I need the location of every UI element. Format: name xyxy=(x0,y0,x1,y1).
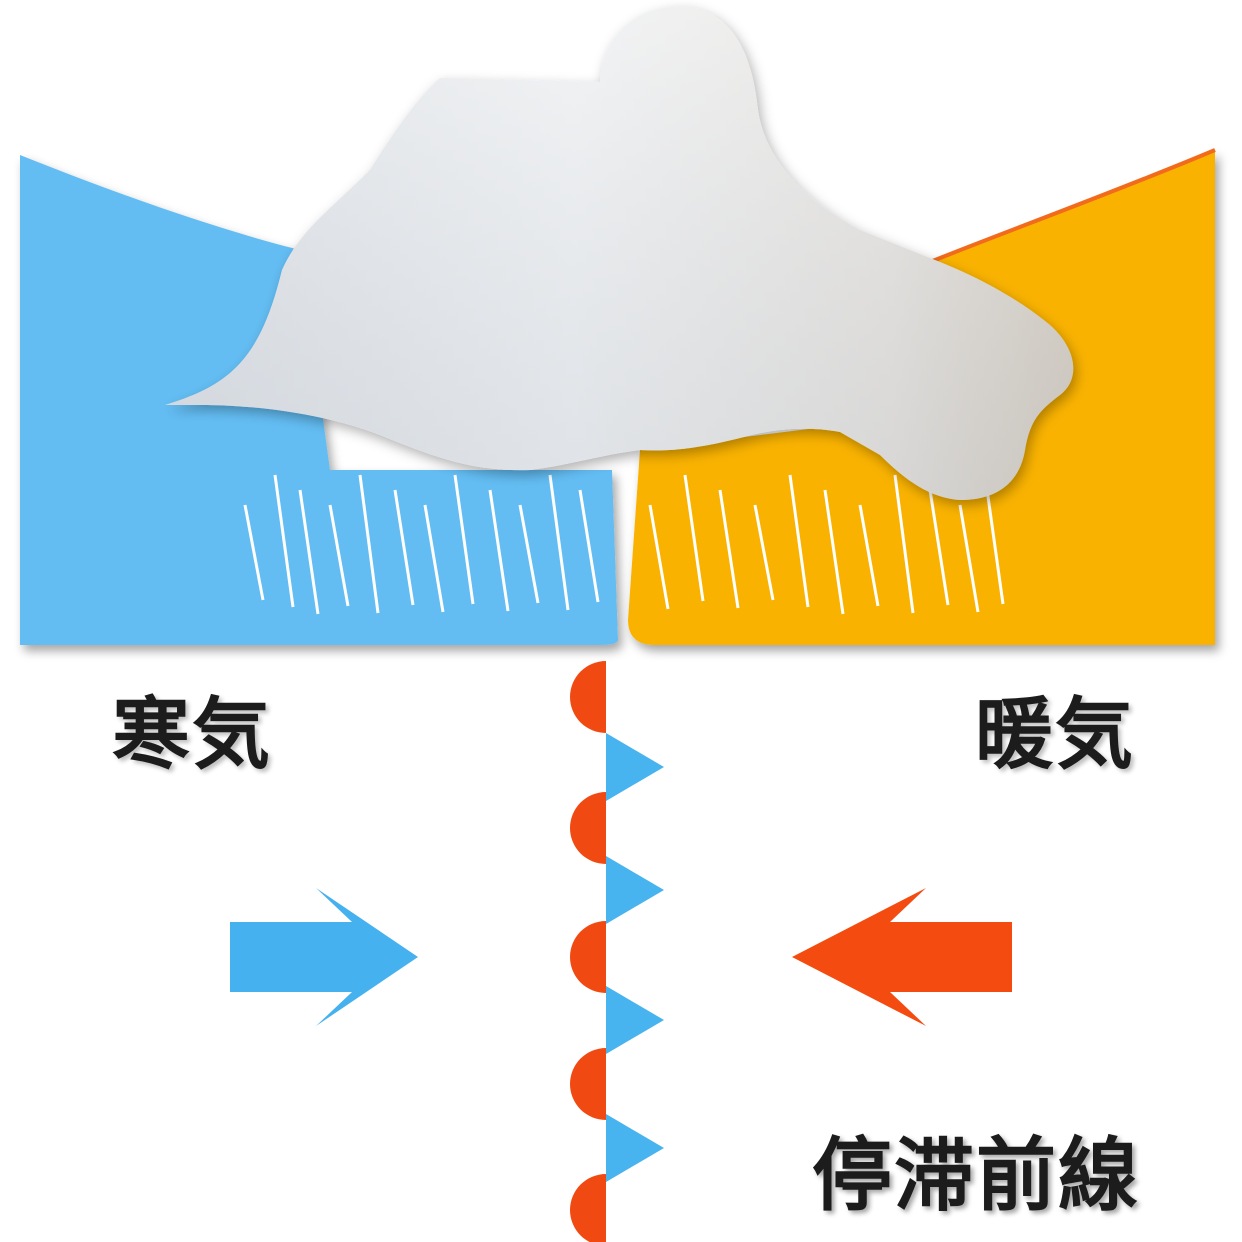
rain-streak xyxy=(718,489,740,609)
rain-streak xyxy=(358,474,380,614)
stationary-front-symbol xyxy=(570,661,664,1242)
rain-streak xyxy=(753,504,775,601)
rain-streak xyxy=(928,489,950,606)
front-semicircle xyxy=(570,1048,606,1120)
rain-cloud xyxy=(165,6,1074,500)
rain-streak xyxy=(983,474,1005,605)
arrow-left-icon xyxy=(792,888,1012,1026)
front-triangle xyxy=(606,1114,664,1182)
rain-streak xyxy=(518,504,540,604)
rain-streak xyxy=(578,489,600,603)
rain-streak xyxy=(788,474,810,608)
rain-streak xyxy=(488,489,510,612)
warm-air-label: 暖気 xyxy=(975,690,1136,780)
rain-streak xyxy=(273,474,295,608)
front-semicircle xyxy=(570,921,606,993)
arrow-right-icon xyxy=(230,888,418,1026)
front-semicircle xyxy=(570,661,606,733)
rain-streak xyxy=(648,504,670,610)
rain-streak xyxy=(393,489,415,606)
cold-air-label: 寒気 xyxy=(112,690,273,780)
front-semicircle xyxy=(570,792,606,864)
front-semicircle xyxy=(570,1174,606,1242)
rain-streak xyxy=(893,474,915,614)
front-triangle xyxy=(606,733,664,801)
rain-streaks xyxy=(243,474,1005,615)
rain-streak xyxy=(858,504,880,607)
rain-streak xyxy=(328,504,350,607)
rain-streak xyxy=(453,474,475,605)
rain-streak xyxy=(423,504,445,613)
rain-streak xyxy=(548,474,570,611)
rain-streak xyxy=(823,489,845,615)
warm-air-edge xyxy=(929,148,1216,264)
stationary-front-label: 停滞前線 xyxy=(812,1129,1140,1222)
front-triangle xyxy=(606,856,664,924)
front-triangle xyxy=(606,986,664,1054)
rain-streak xyxy=(298,489,320,615)
rain-streak xyxy=(243,504,265,601)
rain-streak xyxy=(683,474,705,602)
rain-streak xyxy=(958,504,980,613)
